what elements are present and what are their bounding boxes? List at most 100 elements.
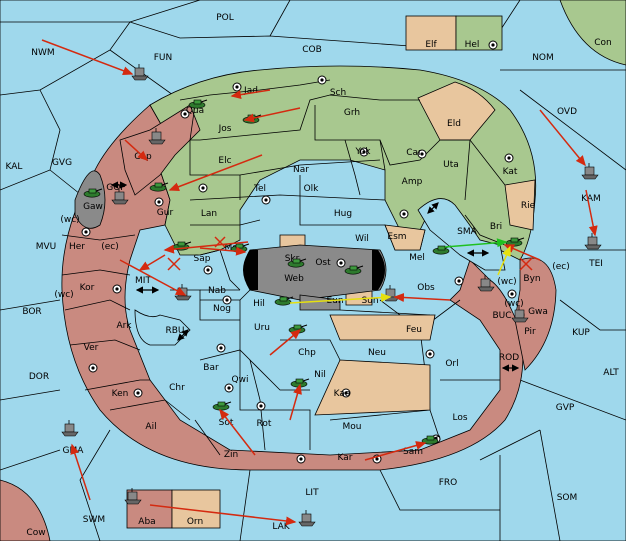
province-label-wc2: (wc) [54,290,73,300]
province-label-wc1: (wc) [60,215,79,225]
province-label-wil: Wil [355,234,369,244]
province-label-gur: Gur [157,208,174,218]
province-elf[interactable] [405,15,457,51]
province-label-som: SOM [557,493,578,503]
province-label-grh: Grh [344,108,360,118]
province-label-obs: Obs [417,283,435,293]
province-label-dor: DOR [29,372,49,382]
province-label-mel: Mel [409,253,425,263]
province-rie[interactable] [504,179,536,231]
province-label-ovd: OVD [557,107,577,117]
province-label-kaa: Kaa [334,389,351,399]
outer-ring-red [61,104,524,471]
province-label-ec2: (ec) [552,262,570,272]
province-label-swm: SWM [83,515,105,525]
province-label-olk: Olk [304,184,320,194]
province-ost[interactable] [243,244,387,301]
province-label-eld: Eld [447,119,461,129]
province-label-pir: Pir [524,327,536,337]
province-label-amp: Amp [402,177,423,187]
province-label-hil: Hil [253,299,265,309]
province-label-chp: Chp [298,348,316,358]
province-label-skr: Skr [285,254,300,264]
impassable-west [243,250,258,290]
province-label-lak: LAK [272,522,290,532]
province-label-gvg: GVG [52,158,72,168]
province-label-elf: Elf [425,40,437,50]
province-label-yok: Yok [354,147,371,157]
province-label-uru: Uru [254,323,270,333]
province-label-hug: Hug [334,209,352,219]
province-label-nab: Nab [208,286,226,296]
province-label-ail: Ail [145,422,156,432]
province-label-hel: Hel [465,40,480,50]
province-label-gwa: Gwa [528,307,548,317]
order-arrows [41,39,598,526]
province-label-rot: Rot [257,419,272,429]
province-label-sam: Sam [403,447,423,457]
province-label-nom: NOM [532,53,554,63]
province-label-ec1: (ec) [101,242,119,252]
province-label-sma: SMA [457,227,477,237]
province-label-mit: MIT [135,276,151,286]
province-label-sun: Sun [361,296,378,306]
province-label-ark: Ark [116,321,132,331]
province-label-alt: ALT [603,368,619,378]
province-label-gvp: GVP [556,403,575,413]
province-label-los: Los [452,413,467,423]
province-label-feu: Feu [406,325,422,335]
province-label-kup: KUP [572,328,590,338]
province-label-neu: Neu [368,348,386,358]
province-label-zin: Zin [224,450,238,460]
province-gaw[interactable] [74,170,106,229]
province-label-uta: Uta [443,160,459,170]
province-cap[interactable] [119,104,201,196]
province-feu[interactable] [329,314,436,341]
province-label-buc: BUC [492,311,511,321]
province-label-nwm: NWM [31,48,54,58]
province-label-qua: Qua [186,106,204,116]
province-label-cob: COB [302,45,322,55]
province-label-nil: Nil [314,370,326,380]
province-label-kal: KAL [6,162,23,172]
province-label-aba: Aba [138,517,155,527]
province-label-wc3: (wc) [504,299,523,309]
province-label-bor: BOR [22,307,41,317]
province-label-lan: Lan [201,209,217,219]
province-label-web: Web [284,274,304,284]
province-label-cow: Cow [26,528,45,538]
province-label-kam: KAM [581,194,601,204]
province-wil[interactable] [384,224,426,251]
province-label-rie: Rie [521,201,536,211]
province-label-kat: Kat [503,167,518,177]
province-label-con: Con [594,38,612,48]
province-eld[interactable] [417,81,496,141]
province-label-nog: Nog [213,304,231,314]
impassable-east [372,250,385,290]
province-label-rod: ROD [499,353,519,363]
province-label-mou: Mou [343,422,362,432]
province-label-bar: Bar [203,363,219,373]
province-label-car: Car [406,148,422,158]
province-label-fun: FUN [154,53,173,63]
province-label-jad: Jad [243,86,258,96]
province-label-qwi: Qwi [232,375,249,385]
province-label-her: Her [69,242,85,252]
province-label-sot: Sot [219,418,234,428]
province-label-orn: Orn [187,517,203,527]
province-label-wc4: (wc) [497,277,516,287]
province-label-nar: Nar [293,165,309,175]
province-label-chr: Chr [169,383,185,393]
province-label-lit: LIT [305,488,319,498]
province-label-mvu: MVU [36,242,57,252]
province-label-ver: Ver [84,343,99,353]
sea-rbu[interactable] [134,309,191,346]
province-label-sap: Sap [194,254,211,264]
province-label-gaw: Gaw [83,202,103,212]
province-label-byn: Byn [523,274,540,284]
province-kaa[interactable] [314,359,431,416]
province-label-esm: Esm [387,232,406,242]
